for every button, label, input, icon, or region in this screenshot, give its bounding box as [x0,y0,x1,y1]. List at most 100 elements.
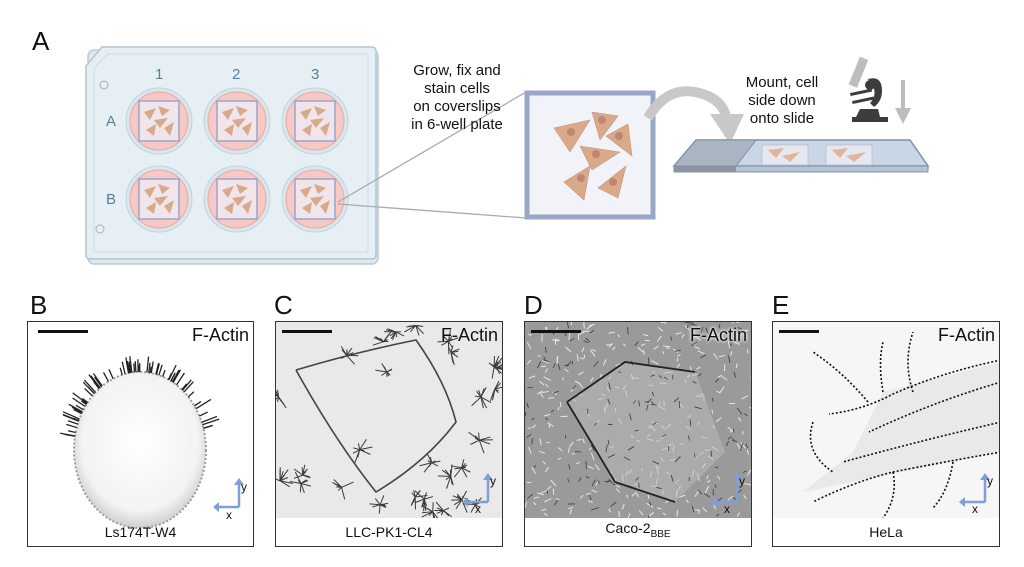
microvilli-stroke [736,407,743,415]
microvilli-stroke [651,391,654,397]
actin-cluster-stroke [276,396,279,400]
actin-cluster-stroke [454,467,463,478]
microvilli-stroke [583,340,589,344]
actin-spike [134,361,137,373]
actin-spike [170,372,176,382]
actin-cluster-stroke [276,394,279,398]
microvilli-stroke [526,433,532,438]
microvilli-stroke [617,371,622,373]
microvilli-stroke [656,487,662,490]
axis-y-label: y [241,480,247,494]
actin-spike [199,411,208,417]
microvilli-stroke [531,424,536,429]
microvilli-stroke [673,397,680,403]
microvilli-stroke [693,342,697,346]
microvilli-stroke [714,378,720,383]
microvilli-stroke [578,331,583,336]
microvilli-stroke [587,465,595,470]
actin-cluster-stroke [450,352,454,364]
column-label-1: 1 [155,66,164,83]
actin-cluster-stroke [437,475,451,478]
microvilli-stroke [544,498,552,503]
actin-cluster-stroke [455,499,463,510]
stain-label: F-Actin [191,325,249,345]
actin-cluster-stroke [441,340,449,346]
actin-cluster-stroke [375,369,387,373]
microscope-icon [848,56,888,122]
microvilli-stroke [526,402,529,409]
microvilli-stroke [623,456,631,461]
actin-cluster-stroke [491,366,495,379]
microvilli-stroke [638,400,641,407]
microvilli-stroke [745,443,748,449]
actin-cluster-stroke [441,510,444,516]
panel-letter-e: E [772,290,790,320]
microvilli-stroke [656,335,662,343]
microvilli-stroke [631,493,636,497]
actin-spike [129,356,133,373]
actin-cluster-stroke [443,507,450,511]
actin-cluster-stroke [359,438,367,450]
micrograph-image-d [525,322,751,518]
microvilli-stroke [627,446,635,451]
microvilli-stroke [649,501,651,506]
well [203,165,271,233]
microvilli-stroke [561,377,564,381]
microvilli-stroke [588,500,593,503]
actin-spike [121,361,126,375]
microvilli-stroke [741,329,749,333]
microvilli-stroke [678,494,686,498]
microvilli-stroke [733,371,736,378]
microvilli-stroke [585,492,591,495]
microvilli-stroke [715,417,722,423]
actin-cluster-stroke [415,324,424,328]
microvilli-stroke [736,443,741,450]
microvilli-stroke [711,409,714,414]
panel-letter-d: D [524,290,543,320]
well [203,87,271,155]
actin-cluster-stroke [395,331,405,337]
actin-cluster-stroke [302,468,308,476]
actin-cluster-stroke [423,499,425,512]
microvilli-stroke [746,469,751,477]
microvilli-stroke [691,322,695,325]
microvilli-stroke [579,357,585,360]
actin-cluster-stroke [475,395,482,398]
actin-cluster-stroke [450,350,459,353]
microvilli-stroke [610,501,617,507]
actin-cluster-stroke [359,449,371,455]
actin-cluster-stroke [357,443,361,450]
microvilli-stroke [553,499,559,506]
microvilli-stroke [676,363,681,368]
microvilli-stroke [687,435,691,441]
microvilli-stroke [646,404,649,411]
microvilli-stroke [719,330,723,336]
actin-cluster-stroke [276,397,280,403]
microvilli-stroke [594,422,597,426]
actin-cluster-stroke [279,477,289,482]
step2-line-2: side down [748,92,816,109]
microvilli-stroke [554,338,560,341]
microvilli-stroke [650,374,656,377]
actin-cluster-stroke [447,341,450,355]
microvilli-stroke [710,450,713,457]
microvilli-stroke [615,363,621,367]
xy-axes-icon [213,478,244,512]
microvilli-stroke [616,488,621,493]
axis-x-label: x [226,508,232,522]
microvilli-stroke [586,408,589,414]
microvilli-stroke [700,354,707,359]
scale-bar [779,330,819,333]
microvilli-stroke [590,444,595,452]
microvilli-stroke [714,484,717,488]
actin-cluster-stroke [448,347,452,353]
actin-cluster-stroke [341,481,354,488]
actin-spike [92,373,103,387]
step1-line-2: stain cells [424,80,490,97]
microvilli-stroke [547,422,554,427]
microvilli-stroke [712,398,714,402]
axis-y-label: y [987,474,993,488]
microvilli-stroke [717,374,723,378]
microvilli-stroke [640,343,646,347]
microvilli-stroke [557,406,560,411]
